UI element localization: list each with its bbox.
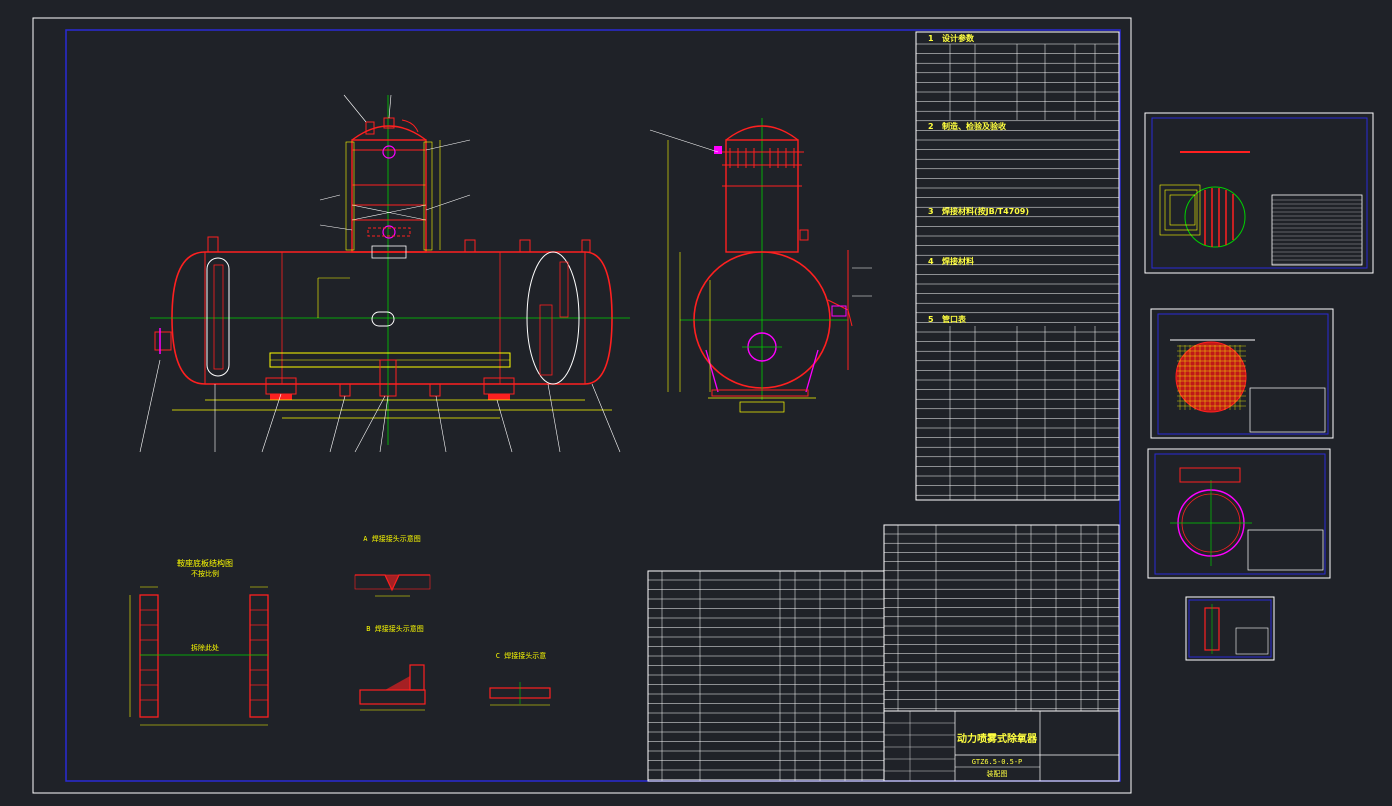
section-no-4: 4 xyxy=(928,257,934,266)
section-title-inspection: 制造、检验及验收 xyxy=(942,121,1006,131)
sheet-border xyxy=(32,17,1132,794)
section-no-2: 2 xyxy=(928,122,934,131)
thumbnail-sheet-4[interactable] xyxy=(1185,596,1275,661)
parts-list[interactable] xyxy=(647,524,1120,782)
title-block[interactable]: 动力喷雾式除氧器 GTZ6.5-0.5-P 装配图 xyxy=(883,710,1120,782)
section-no-1: 1 xyxy=(928,34,934,43)
thumbnail-sheet-3[interactable] xyxy=(1147,448,1331,579)
deaerator-head-shell xyxy=(351,139,427,253)
detail-title-saddle: 鞍座底板结构图 xyxy=(177,558,233,568)
drawing-number: GTZ6.5-0.5-P xyxy=(972,758,1023,766)
detail-saddle-plate[interactable]: 鞍座底板结构图 不按比例 拆除此处 xyxy=(129,558,269,726)
view-note: 拆除此处 xyxy=(191,643,219,652)
vessel-front-view[interactable] xyxy=(139,94,630,453)
sheet-label: 装配图 xyxy=(987,769,1008,778)
inner-frame xyxy=(65,29,1121,782)
vessel-side-view[interactable] xyxy=(649,118,872,413)
detail-subtitle-saddle: 不按比例 xyxy=(191,569,219,578)
detail-title-weld-b: B 焊接接头示意图 xyxy=(366,624,423,633)
detail-title-weld-a: A 焊接接头示意图 xyxy=(363,534,420,543)
section-title-nozzles: 管口表 xyxy=(942,314,967,324)
section-no-5: 5 xyxy=(928,315,934,324)
detail-weld-b[interactable]: B 焊接接头示意图 xyxy=(359,624,426,711)
section-title-design: 设计参数 xyxy=(942,33,975,43)
section-title-weld-material: 焊接材料(按JB/T4709) xyxy=(942,206,1029,216)
thumbnail-sheet-1[interactable] xyxy=(1144,112,1374,274)
thumbnail-sheet-2[interactable] xyxy=(1150,308,1334,439)
detail-weld-c[interactable]: C 焊接接头示意 xyxy=(489,651,551,706)
drawing-title: 动力喷雾式除氧器 xyxy=(957,732,1038,745)
detail-title-weld-c: C 焊接接头示意 xyxy=(496,651,546,660)
detail-weld-a[interactable]: A 焊接接头示意图 xyxy=(354,534,431,597)
spec-tables[interactable]: 1 设计参数 2 制造、检验及验收 3 焊接材料(按JB/T4709) 4 焊接… xyxy=(915,31,1120,501)
section-title-welding: 焊接材料 xyxy=(942,256,974,266)
section-no-3: 3 xyxy=(928,207,934,216)
